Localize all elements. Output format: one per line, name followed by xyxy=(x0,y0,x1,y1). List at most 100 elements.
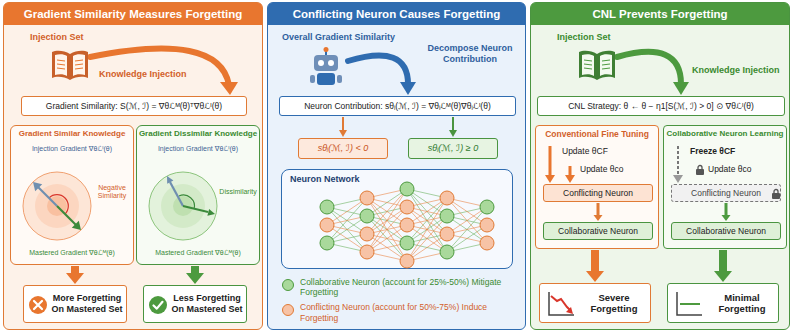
drawing-part xyxy=(673,82,689,95)
text-slot: Dissimilarity xyxy=(217,188,259,196)
drawing-part xyxy=(480,236,494,250)
drawing-part xyxy=(400,82,416,95)
text-label: Collaborative Neuron Learning xyxy=(664,129,786,139)
text-label: Injection Set xyxy=(30,32,114,43)
arrow-head xyxy=(449,130,457,137)
drawing-part xyxy=(49,195,68,214)
drawing-part xyxy=(582,54,594,76)
drawing-part xyxy=(207,209,215,216)
arrow-head xyxy=(714,271,732,282)
drawing-part xyxy=(440,209,454,223)
drawing-part xyxy=(549,292,574,315)
drawing-part xyxy=(52,51,70,80)
drawing-part xyxy=(360,209,374,223)
box-label: Minimal Forgetting xyxy=(706,292,778,315)
text-label: Injection Gradient ∇θℒᴵ(θ) xyxy=(13,145,131,153)
text-label: Neuron Network xyxy=(290,174,380,185)
drawing-part xyxy=(597,51,615,80)
text-slot: Update θCF xyxy=(562,146,656,156)
drawing-part xyxy=(360,245,374,259)
text-label: Negative Similarity xyxy=(91,184,133,201)
drawing-part xyxy=(34,301,42,309)
text-label: Update θco xyxy=(708,164,784,174)
panel: Conflicting Neuron Causes ForgettingOver… xyxy=(267,2,526,330)
drawing-part xyxy=(149,296,167,314)
drawing-part xyxy=(324,47,329,52)
text-slot: Injection Gradient ∇θℒᴵ(θ) xyxy=(139,145,257,153)
text-label: Knowledge Injection xyxy=(99,69,199,80)
group-box: Gradient Dissimilar KnowledgeInjection G… xyxy=(136,125,260,265)
text-slot: Gradient Similarity Measures Forgetting xyxy=(4,3,262,25)
process-box: More Forgetting On Mastered Set xyxy=(23,285,127,323)
drawing-part xyxy=(35,184,79,228)
drawing-part xyxy=(360,191,374,205)
connector-arrow xyxy=(186,266,204,284)
text-slot: CNL Prevents Forgetting xyxy=(531,3,789,25)
text-slot: Injection Set xyxy=(30,32,114,43)
drawing-part xyxy=(23,172,91,240)
lock-icon xyxy=(695,164,705,176)
connector-arrow xyxy=(66,266,84,284)
drawing-part xyxy=(551,296,570,310)
flat-chart-icon xyxy=(674,290,704,318)
arrow-head xyxy=(339,130,347,137)
drawing-part xyxy=(320,200,334,214)
drawing-part xyxy=(52,51,88,80)
process-box: Severe Forgetting xyxy=(539,283,651,323)
drawing-part xyxy=(772,193,780,199)
drawing-part xyxy=(149,172,217,240)
drawing-part xyxy=(400,218,414,232)
text-label: Mastered Gradient ∇θℒᴹ(θ) xyxy=(13,249,131,257)
drawing-part xyxy=(90,49,229,85)
neural-network xyxy=(282,170,512,268)
connector-line xyxy=(452,117,454,131)
drawing-part xyxy=(600,54,612,76)
drawing-part xyxy=(317,73,335,85)
drawing-part xyxy=(72,221,81,230)
box-label: sθᵢ(ℳ, ℐ) ≥ 0 xyxy=(409,143,497,154)
text-slot: Gradient Similar Knowledge xyxy=(11,129,133,139)
drawing-part xyxy=(348,56,408,84)
arrow-head xyxy=(586,271,604,282)
arrow-head xyxy=(66,273,84,284)
process-box: Collaborative Neuron xyxy=(543,222,653,240)
drawing-part xyxy=(327,189,487,261)
connector-arrow xyxy=(449,117,457,137)
declining-chart-icon xyxy=(546,290,576,318)
box-label: sθᵢ(ℳ, ℐ) < 0 xyxy=(299,143,387,154)
drawing-part xyxy=(480,218,494,232)
drawing-part xyxy=(327,189,487,261)
drawing-part xyxy=(318,60,324,66)
connector-arrow xyxy=(339,117,347,137)
drawing-part xyxy=(673,175,683,183)
text-label: Update θCF xyxy=(562,146,656,156)
drawing-part xyxy=(320,182,494,268)
box-label: Less Forgetting On Mastered Set xyxy=(168,293,246,315)
arrow-head xyxy=(186,273,204,284)
drawing-part xyxy=(167,176,173,184)
frozen-arrow xyxy=(672,144,686,184)
process-box: Neuron Contribution: sθᵢ(ℳ, ℐ) = ∇θᵢℒᴹ(θ… xyxy=(279,96,516,116)
drawing-part xyxy=(579,51,615,80)
legend-swatch xyxy=(282,279,294,291)
process-box: Collaborative Neuron xyxy=(671,222,781,240)
text-label: Gradient Similar Knowledge xyxy=(11,129,133,139)
drawing-part xyxy=(549,146,552,176)
drawing-part xyxy=(565,175,575,183)
process-box: Gradient Similarity: S(ℳ, ℐ) = ∇θℒᴹ(θ)ᵀ∇… xyxy=(21,96,247,116)
text-label: Knowledge Injection xyxy=(692,65,787,76)
drawing-part xyxy=(480,200,494,214)
drawing-part xyxy=(545,175,555,183)
drawing-part xyxy=(310,47,342,85)
drawing-part xyxy=(566,307,573,314)
box-label: Conflicting Neuron xyxy=(544,188,652,198)
drawing-part xyxy=(440,245,454,259)
drawing-part xyxy=(38,187,57,206)
arrow-head xyxy=(594,215,603,221)
drawing-part xyxy=(154,302,163,309)
text-label: Update θco xyxy=(580,164,656,174)
drawing-part xyxy=(55,54,67,76)
drawing-part xyxy=(57,206,76,225)
connector-line xyxy=(591,250,599,273)
panel: CNL Prevents ForgettingInjection SetKnow… xyxy=(530,2,790,330)
